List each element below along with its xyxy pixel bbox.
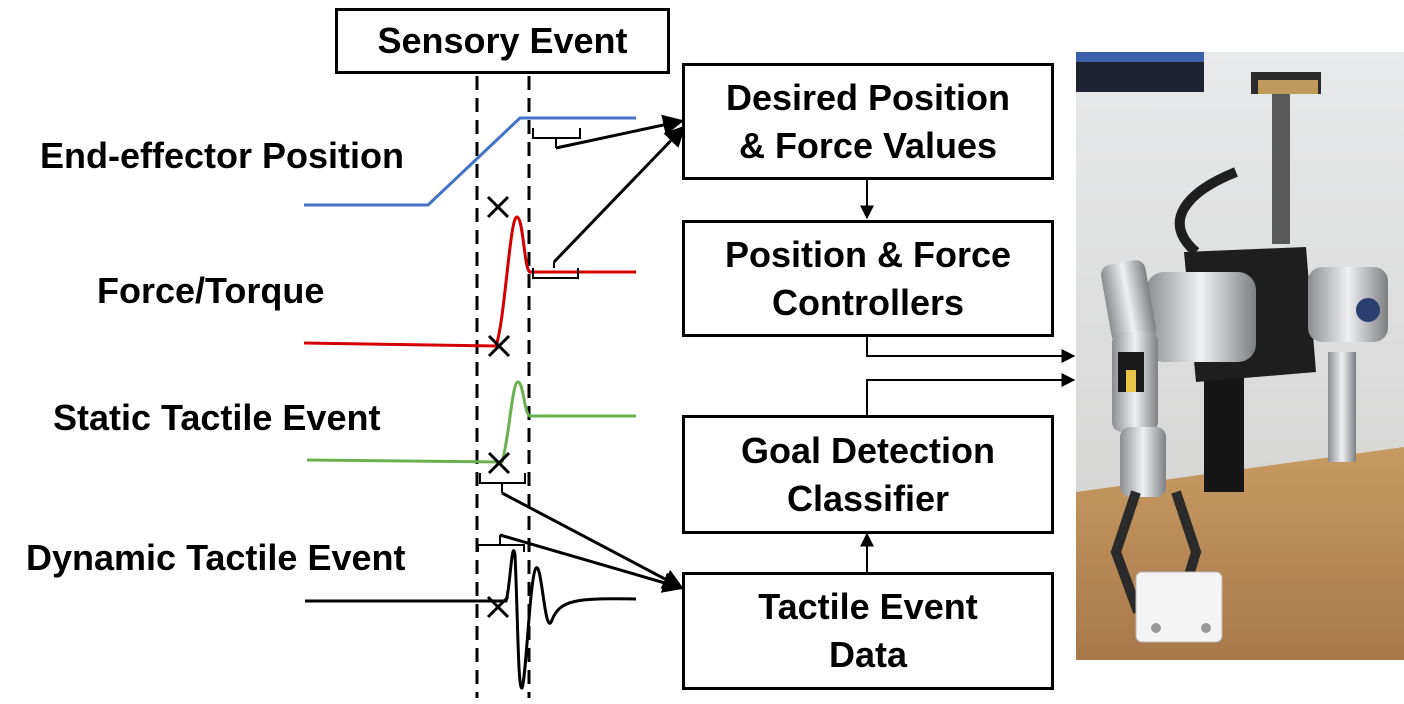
goal-classifier-line1: Goal Detection bbox=[740, 429, 996, 471]
controllers-box: Position & Force Controllers bbox=[682, 220, 1054, 337]
arrow-goal-to-robot bbox=[866, 373, 1076, 415]
desired-values-box: Desired Position & Force Values bbox=[682, 63, 1054, 180]
dynamic-tactile-label: Dynamic Tactile Event bbox=[26, 537, 406, 578]
x-marker-dynamic bbox=[486, 595, 510, 619]
x-marker-static bbox=[487, 451, 511, 475]
force-torque-label: Force/Torque bbox=[97, 270, 325, 311]
goal-classifier-line2: Classifier bbox=[786, 477, 950, 519]
force-trace bbox=[303, 215, 636, 348]
arrow-position-to-desired bbox=[555, 114, 685, 150]
sensory-event-label: Sensory Event bbox=[377, 20, 628, 61]
end-effector-label: End-effector Position bbox=[40, 135, 405, 176]
dynamic-trace bbox=[305, 549, 637, 690]
arrow-static-to-tactile bbox=[501, 491, 684, 590]
force-bracket bbox=[532, 262, 579, 279]
robot-photo bbox=[1076, 52, 1404, 660]
desired-values-line2: & Force Values bbox=[738, 124, 998, 166]
static-bracket bbox=[479, 473, 526, 493]
sensory-event-box: Sensory Event bbox=[335, 8, 670, 74]
controllers-line2: Controllers bbox=[771, 281, 965, 323]
static-tactile-label: Static Tactile Event bbox=[53, 397, 381, 438]
tactile-data-line2: Data bbox=[828, 634, 908, 675]
arrow-dynamic-to-tactile bbox=[499, 533, 685, 593]
dynamic-bracket bbox=[477, 535, 525, 552]
position-bracket bbox=[532, 128, 581, 148]
desired-values-line1: Desired Position bbox=[725, 76, 1011, 118]
goal-classifier-box: Goal Detection Classifier bbox=[682, 415, 1054, 534]
arrow-force-to-desired bbox=[552, 125, 686, 264]
x-marker-force bbox=[487, 334, 511, 358]
position-trace bbox=[304, 116, 636, 207]
tactile-data-box: Tactile Event Data bbox=[682, 572, 1054, 690]
controllers-line1: Position & Force bbox=[724, 233, 1012, 275]
arrow-controllers-to-robot bbox=[866, 337, 1076, 363]
x-marker-position bbox=[486, 195, 510, 219]
tactile-data-line1: Tactile Event bbox=[758, 586, 978, 627]
static-trace bbox=[306, 380, 636, 464]
